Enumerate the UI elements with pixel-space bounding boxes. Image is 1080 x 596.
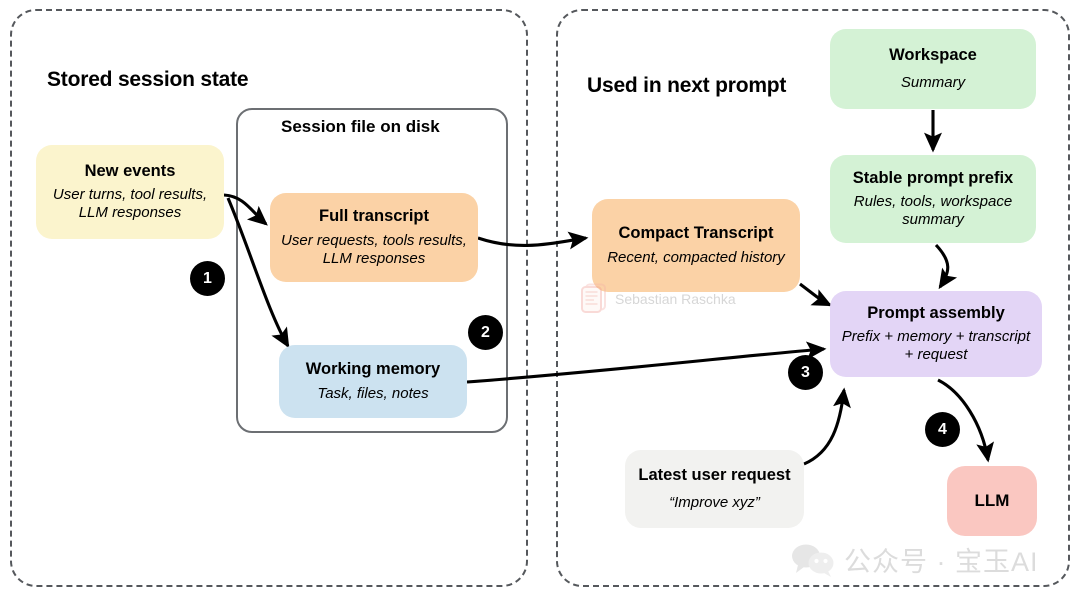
node-full-transcript[interactable]: Full transcript User requests, tools res… <box>270 193 478 282</box>
container-title-session-file-on-disk: Session file on disk <box>281 117 440 136</box>
node-latest-user-request[interactable]: Latest user request “Improve xyz” <box>625 450 804 528</box>
node-latest-user-request-title: Latest user request <box>638 466 791 485</box>
node-new-events[interactable]: New events User turns, tool results, LLM… <box>36 145 224 239</box>
node-workspace-title: Workspace <box>889 46 977 65</box>
node-stable-prompt-prefix[interactable]: Stable prompt prefix Rules, tools, works… <box>830 155 1036 243</box>
author-watermark-text: Sebastian Raschka <box>615 291 736 307</box>
node-stable-prompt-prefix-title: Stable prompt prefix <box>852 168 1014 187</box>
node-new-events-subtitle: User turns, tool results, LLM responses <box>52 186 208 222</box>
node-prompt-assembly[interactable]: Prompt assembly Prefix + memory + transc… <box>830 291 1042 377</box>
step-badge-3: 3 <box>788 355 823 390</box>
wechat-watermark: 公众号 · 宝玉AI <box>790 540 1039 579</box>
wechat-icon <box>792 544 834 577</box>
node-prompt-assembly-title: Prompt assembly <box>867 303 1005 322</box>
node-new-events-title: New events <box>84 161 176 180</box>
node-compact-transcript-title: Compact Transcript <box>618 224 774 243</box>
node-workspace-subtitle: Summary <box>900 73 966 91</box>
panel-title-stored-session-state: Stored session state <box>47 68 249 91</box>
node-llm-title: LLM <box>974 491 1010 511</box>
step-badge-4: 4 <box>925 412 960 447</box>
node-working-memory[interactable]: Working memory Task, files, notes <box>279 345 467 418</box>
step-badge-2: 2 <box>468 315 503 350</box>
panel-title-used-in-next-prompt: Used in next prompt <box>587 74 787 97</box>
node-full-transcript-subtitle: User requests, tools results, LLM respon… <box>281 231 467 267</box>
panel-stored-session-state <box>10 9 528 587</box>
author-watermark: Sebastian Raschka <box>578 283 736 315</box>
step-badge-1: 1 <box>190 261 225 296</box>
book-logo-icon <box>581 283 606 313</box>
node-workspace[interactable]: Workspace Summary <box>830 29 1036 109</box>
panel-used-in-next-prompt <box>556 9 1070 587</box>
node-full-transcript-title: Full transcript <box>318 207 429 226</box>
node-compact-transcript-subtitle: Recent, compacted history <box>607 248 785 266</box>
node-stable-prompt-prefix-subtitle: Rules, tools, workspace summary <box>853 193 1013 229</box>
node-working-memory-subtitle: Task, files, notes <box>317 384 429 402</box>
node-prompt-assembly-subtitle: Prefix + memory + transcript + request <box>841 328 1031 364</box>
node-latest-user-request-subtitle: “Improve xyz” <box>669 493 760 511</box>
node-llm[interactable]: LLM <box>947 466 1037 536</box>
wechat-watermark-text: 公众号 · 宝玉AI <box>844 547 1039 577</box>
node-working-memory-title: Working memory <box>305 360 441 379</box>
node-compact-transcript[interactable]: Compact Transcript Recent, compacted his… <box>592 199 800 292</box>
